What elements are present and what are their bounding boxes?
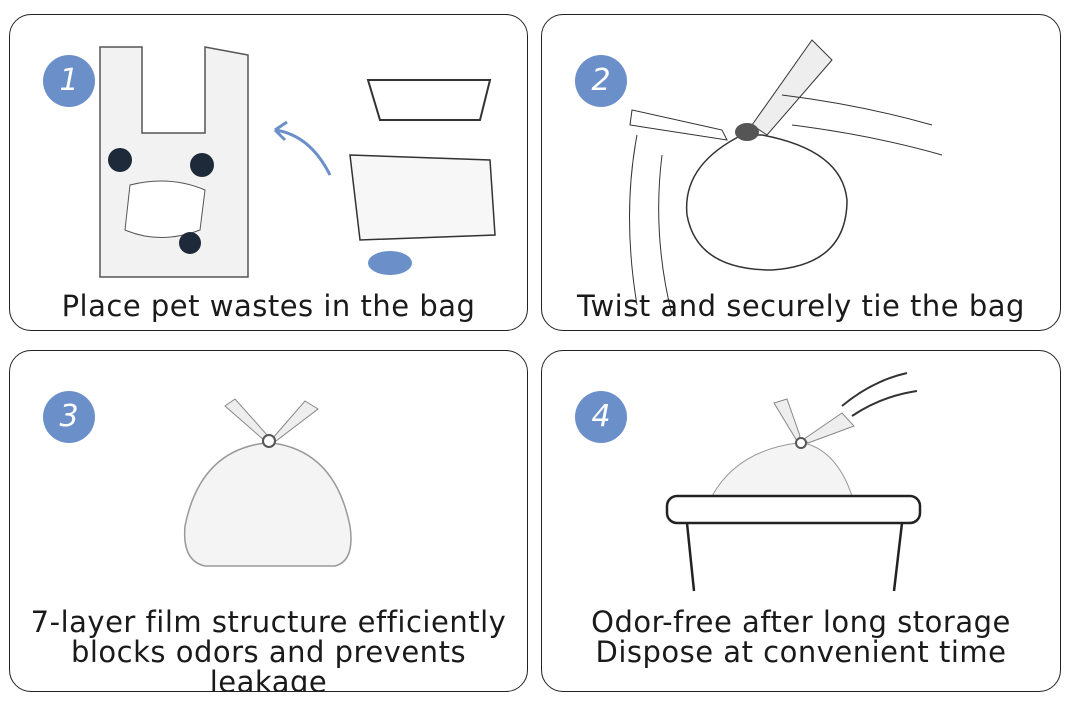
step-3-panel: 3 7-layer film structure efficiently blo… <box>9 350 528 692</box>
caption-line: blocks odors and prevents leakage <box>70 635 467 692</box>
tied-bag-illustration <box>183 398 352 567</box>
caption-line: Dispose at convenient time <box>595 635 1007 669</box>
step-number-badge: 2 <box>575 55 627 107</box>
step-number-badge: 4 <box>575 391 627 443</box>
caption-line: Odor-free after long storage <box>591 605 1011 639</box>
step-4-panel: 4 Odor-free after long storage Dispose a… <box>541 350 1061 692</box>
caption-line: 7-layer film structure efficiently <box>30 605 507 639</box>
step-caption: Odor-free after long storage Dispose at … <box>542 607 1060 667</box>
bag-in-bin-illustration <box>665 372 922 592</box>
caption-line: Twist and securely tie the bag <box>577 289 1025 323</box>
step-caption: 7-layer film structure efficiently block… <box>10 605 527 692</box>
step-1-panel: 1 Place pet wastes in the bag <box>9 14 528 331</box>
step-caption: Twist and securely tie the bag <box>542 291 1060 321</box>
caption-line: Place pet wastes in the bag <box>61 289 476 323</box>
tying-bag-illustration <box>629 39 943 316</box>
bag-with-diaper-illustration <box>99 46 496 278</box>
step-number-badge: 1 <box>43 55 95 107</box>
step-2-panel: 2 Twist and securely tie the bag <box>541 14 1061 331</box>
step-number-badge: 3 <box>43 391 95 443</box>
step-caption: Place pet wastes in the bag <box>10 291 527 321</box>
